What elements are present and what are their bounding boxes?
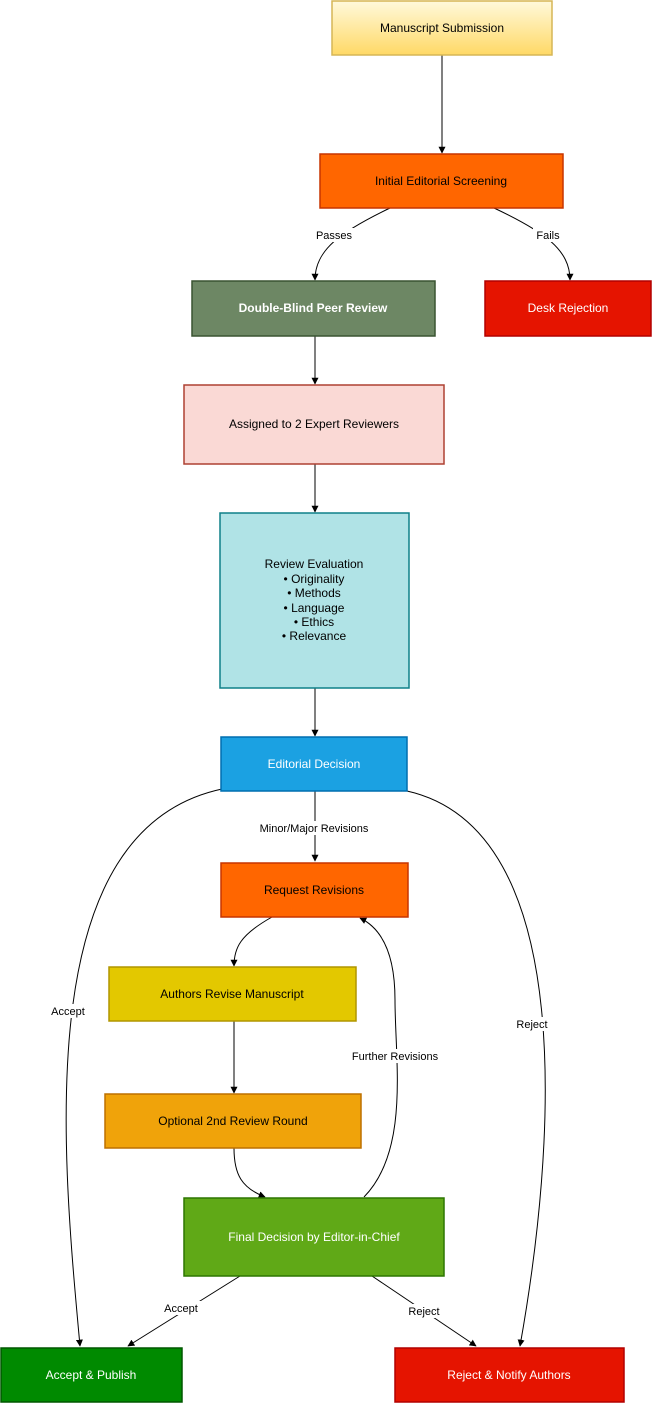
- evaluation-item: • Originality: [284, 572, 345, 586]
- evaluation-item: • Relevance: [282, 629, 347, 643]
- node-initial-screening: Initial Editorial Screening: [319, 153, 564, 209]
- node-editorial-decision: Editorial Decision: [220, 736, 408, 792]
- node-reject-notify: Reject & Notify Authors: [394, 1347, 625, 1403]
- node-label: Editorial Decision: [268, 757, 361, 771]
- node-label: Reject & Notify Authors: [447, 1368, 570, 1382]
- node-label: Optional 2nd Review Round: [158, 1114, 307, 1128]
- edge-reject-right: [406, 790, 546, 1347]
- edge-labels: Passes Fails Minor/Major Revisions Accep…: [48, 228, 563, 1318]
- node-label: Authors Revise Manuscript: [160, 987, 304, 1001]
- evaluation-item: • Ethics: [294, 615, 334, 629]
- edge-fails: [493, 207, 574, 281]
- node-title: Review Evaluation: [265, 557, 364, 571]
- evaluation-item: • Language: [284, 601, 345, 615]
- node-label: Assigned to 2 Expert Reviewers: [229, 417, 399, 431]
- edge-label-accept-left: Accept: [51, 1006, 85, 1018]
- edge-label-minor-major: Minor/Major Revisions: [260, 823, 369, 835]
- node-label: Desk Rejection: [528, 301, 609, 315]
- edge-label-final-reject: Reject: [408, 1306, 439, 1318]
- node-assigned-reviewers: Assigned to 2 Expert Reviewers: [183, 384, 445, 465]
- node-final-decision: Final Decision by Editor-in-Chief: [183, 1197, 445, 1277]
- node-label: Initial Editorial Screening: [375, 174, 507, 188]
- node-authors-revise: Authors Revise Manuscript: [108, 966, 357, 1022]
- edge-label-passes: Passes: [316, 230, 353, 242]
- edge-passes: [311, 207, 391, 281]
- node-label: Accept & Publish: [46, 1368, 137, 1382]
- node-desk-rejection: Desk Rejection: [484, 280, 652, 337]
- node-manuscript-submission: Manuscript Submission: [331, 0, 553, 56]
- node-label: Request Revisions: [264, 883, 364, 897]
- edge-label-final-accept: Accept: [164, 1303, 198, 1315]
- node-label: Manuscript Submission: [380, 21, 504, 35]
- edge-second-to-final: [233, 1147, 266, 1198]
- node-review-evaluation: Review Evaluation • Originality • Method…: [219, 512, 410, 689]
- node-second-review: Optional 2nd Review Round: [104, 1093, 362, 1149]
- node-request-revisions: Request Revisions: [220, 862, 409, 918]
- node-label: Double-Blind Peer Review: [239, 301, 388, 315]
- edge-further-revisions: [359, 917, 398, 1198]
- node-accept-publish: Accept & Publish: [0, 1347, 183, 1403]
- edge-label-reject-right: Reject: [516, 1019, 547, 1031]
- edge-revisions-to-authors: [230, 916, 273, 967]
- edge-label-further-revisions: Further Revisions: [352, 1051, 439, 1063]
- node-label: Final Decision by Editor-in-Chief: [228, 1230, 400, 1244]
- edges: [65, 55, 574, 1347]
- evaluation-item: • Methods: [287, 586, 341, 600]
- edge-label-fails: Fails: [536, 230, 560, 242]
- node-peer-review: Double-Blind Peer Review: [191, 280, 436, 337]
